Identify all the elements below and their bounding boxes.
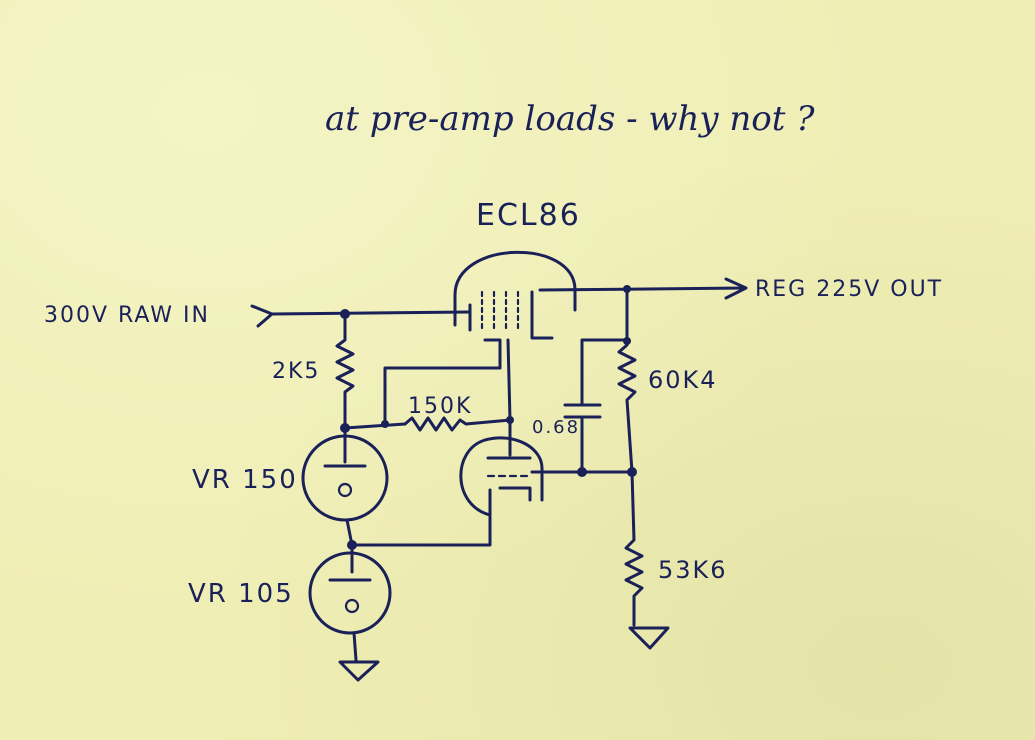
resistor-60k4	[617, 287, 637, 474]
ground-symbol-divider	[628, 626, 670, 650]
output-arrow	[724, 277, 748, 300]
grid-feed-wire	[383, 358, 502, 426]
vr150-cathode	[337, 482, 353, 498]
triode-cathode-wire	[350, 488, 492, 547]
output-label: REG 225V OUT	[755, 277, 943, 302]
label-vr105: VR 105	[188, 579, 294, 609]
label-vr150: VR 150	[192, 465, 298, 495]
vr150-tube-symbol	[301, 434, 389, 522]
label-cap: 0.68	[532, 417, 580, 438]
resistor-150k	[403, 416, 512, 432]
input-rail-wire	[270, 310, 472, 316]
label-53k6: 53K6	[658, 556, 728, 584]
cap-top-wire	[580, 338, 629, 407]
note-text: at pre-amp loads - why not ?	[325, 99, 815, 139]
pentode-tube-symbol	[453, 250, 577, 362]
tube-label: ECL86	[476, 198, 581, 233]
label-150k: 150K	[408, 394, 472, 419]
vr105-bottom-wire	[352, 631, 358, 662]
capacitor-068	[563, 403, 602, 419]
resistor-53k6	[624, 470, 644, 627]
resistor-2k5	[335, 312, 355, 430]
input-arrow	[250, 304, 274, 328]
vr105-cathode	[344, 598, 360, 614]
vr150-bottom-wire	[345, 518, 354, 547]
output-rail-wire	[538, 286, 747, 292]
label-60k4: 60K4	[648, 366, 718, 394]
label-2k5: 2K5	[272, 359, 320, 384]
junction-60k4-top	[623, 337, 631, 345]
input-label: 300V RAW IN	[44, 303, 210, 328]
wire-node-to-150k	[343, 422, 407, 430]
ground-symbol-vr	[338, 660, 380, 682]
pentode-to-triode-wire	[506, 338, 512, 457]
vr105-tube-symbol	[308, 551, 392, 635]
triode-tube-symbol	[459, 436, 544, 517]
